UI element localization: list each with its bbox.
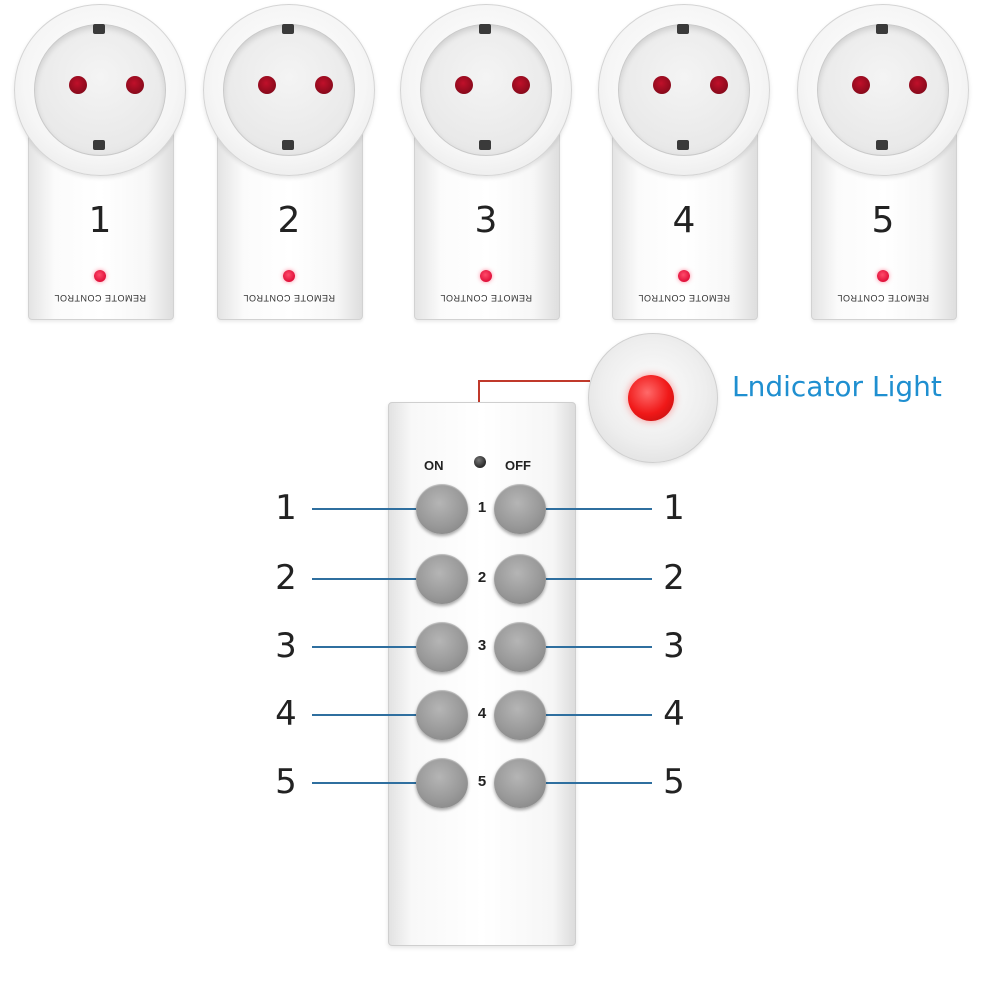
socket-outlet (618, 24, 750, 156)
callout-line (520, 714, 652, 716)
socket-led-icon (678, 270, 690, 282)
socket-2: 2 REMOTE CONTROL (203, 4, 375, 320)
ground-clip-icon (93, 24, 105, 34)
callout-line (312, 578, 442, 580)
callout-line (520, 578, 652, 580)
socket-number: 4 (672, 200, 696, 241)
socket-outlet (34, 24, 166, 156)
on-button-4[interactable] (416, 690, 468, 740)
socket-led-icon (480, 270, 492, 282)
ground-clip-icon (677, 24, 689, 34)
socket-label: REMOTE CONTROL (243, 293, 336, 303)
socket-row: 1 REMOTE CONTROL 2 REMOTE CONTROL 3 REMO… (0, 0, 1000, 330)
on-button-5[interactable] (416, 758, 468, 808)
ground-clip-icon (93, 140, 105, 150)
button-row-number: 1 (477, 499, 487, 516)
on-button-3[interactable] (416, 622, 468, 672)
button-row-number: 3 (477, 637, 487, 654)
off-button-4[interactable] (494, 690, 546, 740)
pin-hole-icon (455, 76, 473, 94)
callout-line (312, 646, 442, 648)
right-callout-number: 2 (663, 558, 685, 598)
button-row-number: 5 (477, 773, 487, 790)
callout-line (520, 508, 652, 510)
ground-clip-icon (876, 24, 888, 34)
socket-number: 2 (277, 200, 301, 241)
pin-hole-icon (126, 76, 144, 94)
socket-outlet (420, 24, 552, 156)
pin-hole-icon (653, 76, 671, 94)
pin-hole-icon (710, 76, 728, 94)
pin-hole-icon (315, 76, 333, 94)
left-callout-number: 3 (275, 626, 297, 666)
remote-control (388, 402, 576, 946)
indicator-label: Lndicator Light (732, 370, 942, 403)
left-callout-number: 1 (275, 488, 297, 528)
callout-line (312, 782, 442, 784)
pin-hole-icon (512, 76, 530, 94)
right-callout-number: 1 (663, 488, 685, 528)
socket-4: 4 REMOTE CONTROL (598, 4, 770, 320)
on-button-2[interactable] (416, 554, 468, 604)
socket-5: 5 REMOTE CONTROL (797, 4, 969, 320)
pin-hole-icon (258, 76, 276, 94)
on-button-1[interactable] (416, 484, 468, 534)
ground-clip-icon (282, 140, 294, 150)
socket-outlet (223, 24, 355, 156)
off-button-1[interactable] (494, 484, 546, 534)
socket-outlet (817, 24, 949, 156)
callout-line (520, 782, 652, 784)
left-callout-number: 4 (275, 694, 297, 734)
ground-clip-icon (876, 140, 888, 150)
right-callout-number: 5 (663, 762, 685, 802)
left-callout-number: 5 (275, 762, 297, 802)
button-row-number: 2 (477, 569, 487, 586)
ground-clip-icon (479, 24, 491, 34)
socket-label: REMOTE CONTROL (440, 293, 533, 303)
socket-number: 3 (474, 200, 498, 241)
pin-hole-icon (852, 76, 870, 94)
button-row-number: 4 (477, 705, 487, 722)
right-callout-number: 4 (663, 694, 685, 734)
off-button-5[interactable] (494, 758, 546, 808)
ground-clip-icon (677, 140, 689, 150)
remote-led-icon (474, 456, 486, 468)
off-column-label: OFF (505, 458, 531, 473)
socket-led-icon (283, 270, 295, 282)
callout-line (312, 508, 442, 510)
socket-number: 1 (88, 200, 112, 241)
off-button-3[interactable] (494, 622, 546, 672)
socket-3: 3 REMOTE CONTROL (400, 4, 572, 320)
callout-line (312, 714, 442, 716)
pin-hole-icon (909, 76, 927, 94)
left-callout-number: 2 (275, 558, 297, 598)
socket-1: 1 REMOTE CONTROL (14, 4, 186, 320)
pin-hole-icon (69, 76, 87, 94)
socket-led-icon (94, 270, 106, 282)
socket-number: 5 (871, 200, 895, 241)
off-button-2[interactable] (494, 554, 546, 604)
ground-clip-icon (282, 24, 294, 34)
right-callout-number: 3 (663, 626, 685, 666)
socket-label: REMOTE CONTROL (54, 293, 147, 303)
socket-led-icon (877, 270, 889, 282)
on-column-label: ON (424, 458, 444, 473)
socket-label: REMOTE CONTROL (837, 293, 930, 303)
indicator-leader-line (478, 380, 590, 382)
callout-line (520, 646, 652, 648)
indicator-light-icon (628, 375, 674, 421)
ground-clip-icon (479, 140, 491, 150)
socket-label: REMOTE CONTROL (638, 293, 731, 303)
